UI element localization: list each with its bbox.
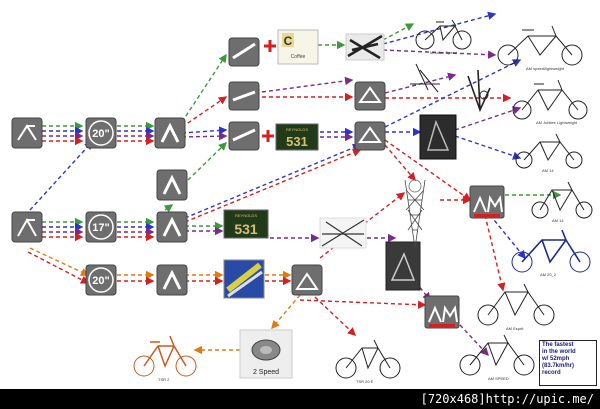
bike-am-14-b	[531, 181, 593, 219]
reynolds-decal-2	[223, 209, 269, 239]
wheel-size-top-label: 20"	[92, 128, 109, 140]
plus-icon-1	[264, 40, 276, 52]
reynolds-model-2: 531	[234, 221, 258, 237]
bike-label-3: AM Jubilee Lightweight	[536, 120, 578, 125]
bike-am-speed-bottom	[459, 334, 535, 376]
dark-frame-photo	[385, 241, 421, 291]
wheel-icon-17	[85, 211, 117, 243]
stem-icon-2	[156, 169, 188, 201]
reynolds-brand-2: REYNOLDS	[235, 213, 257, 218]
footer-text[interactable]: [720x468]http://upic.me/	[420, 392, 594, 406]
reynolds-brand-1: REYNOLDS	[286, 127, 308, 132]
bike-label-2: AM speed/lightweight	[526, 66, 565, 71]
record-line-3: w/ 52mph	[542, 356, 570, 362]
photo-items: C Coffee REYNOLDS 531 REYNOLDS 531 2 Spe…	[223, 29, 505, 379]
plus-icon-2	[262, 130, 274, 142]
bike-moulton-speed	[415, 19, 472, 50]
record-line-1: The fastest	[542, 342, 574, 348]
bike-am-esprit	[477, 283, 555, 326]
bike-tsr-20	[335, 339, 401, 379]
am-logo-2	[424, 295, 460, 329]
bike-am-20-2	[511, 229, 591, 273]
record-line-4: (83.7km/hr)	[542, 363, 575, 369]
record-note: The fastest in the world w/ 52mph (83.7k…	[539, 340, 597, 386]
reynolds-decal-1	[275, 123, 319, 151]
node-boxes: 20" 17" 20"	[11, 37, 386, 296]
bike-label-9: TSR 2	[158, 377, 170, 382]
stem-icon-1	[154, 117, 186, 149]
bike-label-5: AM 14	[552, 218, 564, 223]
coffee-card-name: Coffee	[291, 54, 306, 60]
bike-labels: Moulton Speed AM speed/lightweight AM Ju…	[158, 50, 578, 384]
bike-label-10: TSR 20 E	[356, 379, 374, 384]
bike-label-6: AM 20_2	[540, 272, 557, 277]
bike-am-jubilee	[512, 79, 588, 120]
bike-label-4: AM 14	[542, 168, 554, 173]
frame-icon-3	[291, 264, 323, 296]
hub-label: 2 Speed	[253, 369, 279, 376]
record-line-5: record	[542, 370, 561, 376]
frame-icon-5	[354, 121, 386, 151]
bikes	[133, 19, 593, 379]
wheel-icon-20-top	[85, 117, 117, 149]
bike-label-1: Moulton Speed	[430, 50, 457, 55]
lattice-frame-photo	[404, 179, 426, 249]
wheel-size-middle-label: 17"	[92, 222, 109, 234]
stem-icon-4	[156, 264, 188, 296]
tall-frame-photo	[419, 114, 457, 160]
frame-icon-2	[11, 211, 43, 243]
wheel-icon-20-bottom	[85, 264, 117, 296]
bike-tsr-2	[133, 335, 197, 377]
bike-am-speed-lightweight	[497, 25, 583, 66]
bike-on-stand	[410, 63, 491, 113]
am-logo-1	[469, 185, 505, 219]
bike-label-7: AM Esprit	[506, 326, 524, 331]
frame-icon-4	[354, 81, 386, 111]
record-line-2: in the world	[542, 349, 576, 355]
arrows	[27, 11, 562, 357]
bike-label-8: AM SPEED	[488, 376, 509, 381]
reynolds-model-1: 531	[286, 134, 308, 149]
bike-am-14-a	[515, 133, 583, 169]
coffee-card-letter: C	[284, 34, 293, 48]
stem-icon-3	[156, 211, 188, 243]
wheel-size-bottom-label: 20"	[92, 275, 109, 287]
frame-icon-1	[11, 117, 43, 149]
footer-bar: [720x468]http://upic.me/	[0, 389, 600, 409]
